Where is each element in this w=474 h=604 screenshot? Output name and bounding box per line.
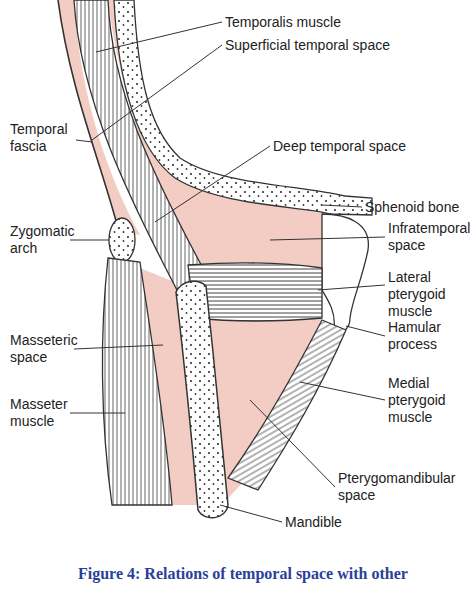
leader-line <box>76 140 92 142</box>
part-label: Medial pterygoid muscle <box>388 375 458 426</box>
part-label: Zygomatic arch <box>10 223 70 257</box>
part-label: Masseter muscle <box>10 396 70 430</box>
part-label: Mandible <box>285 514 385 531</box>
pterygoid-plate <box>322 214 368 332</box>
leader-line <box>318 285 385 290</box>
part-label: Sphenoid bone <box>365 199 473 216</box>
part-label: Deep temporal space <box>273 138 463 155</box>
part-label: Temporal fascia <box>10 121 76 155</box>
medial-pterygoid-muscle <box>228 320 346 490</box>
leader-line <box>70 413 125 414</box>
leader-line <box>250 400 335 487</box>
zygomatic-arch <box>109 218 135 262</box>
part-label: Masseteric space <box>10 332 74 366</box>
leader-line <box>70 240 109 241</box>
leader-lines <box>70 22 385 522</box>
leader-line <box>74 345 163 349</box>
leader-line <box>322 205 362 207</box>
leader-line <box>346 326 385 336</box>
leader-line <box>92 45 222 140</box>
leader-line <box>155 146 270 222</box>
part-label: Lateral pterygoid muscle <box>388 269 472 320</box>
skull-bone <box>114 0 372 215</box>
part-label: Pterygomandibular space <box>338 470 472 504</box>
part-label: Hamular process <box>388 319 472 353</box>
leader-line <box>220 505 282 522</box>
leader-line <box>270 237 385 240</box>
masseter-muscle <box>102 258 172 505</box>
figure-caption: Figure 4: Relations of temporal space wi… <box>78 565 408 583</box>
leader-line <box>300 382 385 400</box>
part-label: Temporalis muscle <box>225 14 425 31</box>
temporalis-muscle <box>74 0 205 292</box>
leader-line <box>96 22 222 52</box>
mandible <box>176 281 228 518</box>
part-label: Superficial temporal space <box>225 37 465 54</box>
part-label: Infratemporal space <box>388 220 472 254</box>
